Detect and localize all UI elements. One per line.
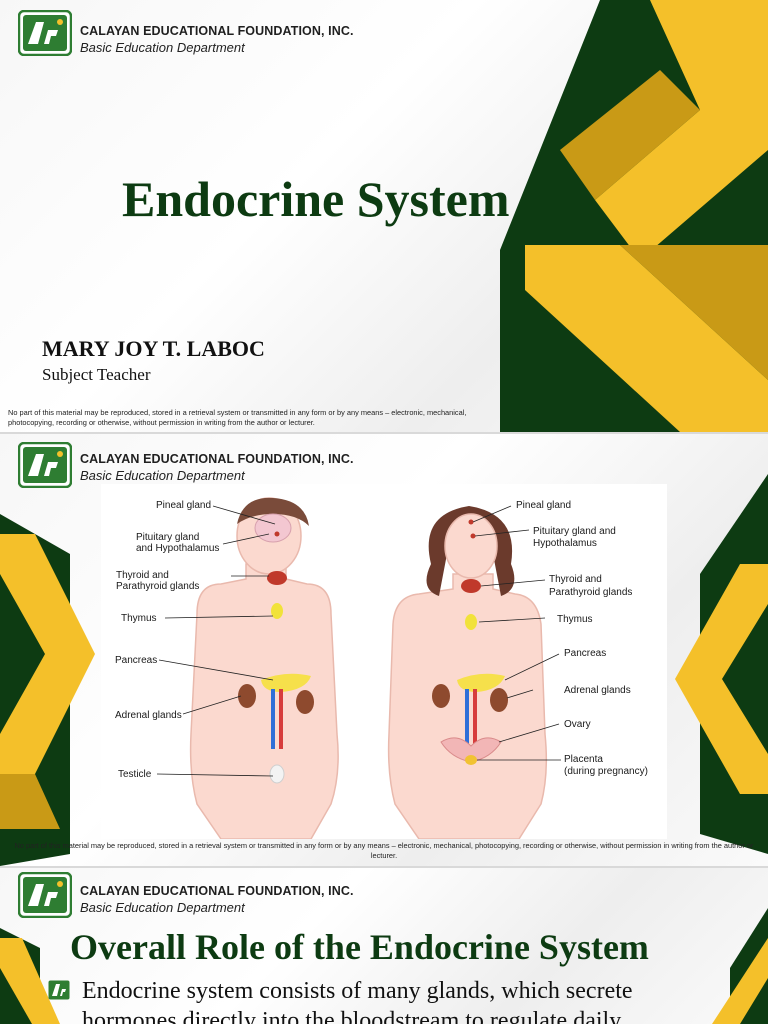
male-label-testicle: Testicle (118, 769, 152, 780)
female-leader-lines (472, 505, 561, 761)
teacher-name: MARY JOY T. LABOC (42, 336, 265, 361)
gold-band-bottom (525, 245, 768, 432)
copyright-notice: No part of this material may be reproduc… (8, 408, 467, 427)
left-gold-band (0, 938, 60, 1024)
slide2-decoration (0, 474, 768, 866)
slide-title: CALAYAN EDUCATIONAL FOUNDATION, INC. Bas… (0, 0, 768, 432)
org-department: Basic Education Department (80, 468, 245, 483)
org-name: CALAYAN EDUCATIONAL FOUNDATION, INC. (80, 24, 354, 38)
female-label-thymus: Thymus (557, 614, 593, 625)
logo-icon (18, 442, 72, 488)
bullet-logo-icon (48, 980, 70, 1000)
slide-divider (0, 432, 768, 434)
org-name: CALAYAN EDUCATIONAL FOUNDATION, INC. (80, 452, 354, 466)
male-leader-lines (156, 505, 276, 777)
slide-overall-role: CALAYAN EDUCATIONAL FOUNDATION, INC. Bas… (0, 868, 768, 1024)
org-header: CALAYAN EDUCATIONAL FOUNDATION, INC. Bas… (80, 452, 354, 483)
male-label-thyroid-2: Parathyroid glands (116, 581, 199, 592)
org-department: Basic Education Department (80, 900, 245, 915)
male-label-thyroid-1: Thyroid and (116, 570, 169, 581)
female-label-thyroid-1: Thyroid and (549, 574, 602, 585)
org-header: CALAYAN EDUCATIONAL FOUNDATION, INC. Bas… (80, 884, 354, 915)
endocrine-diagram: Pineal gland Pituitary gland and Hypotha… (101, 484, 667, 839)
female-label-pituitary-1: Pituitary gland and (533, 526, 616, 537)
slide3-decoration (0, 908, 768, 1024)
female-label-pineal: Pineal gland (516, 500, 571, 511)
gold-band-top (595, 0, 768, 260)
male-label-pancreas: Pancreas (115, 655, 157, 666)
right-gold-chevron (675, 564, 768, 794)
slide1-decoration (500, 0, 768, 432)
org-header: CALAYAN EDUCATIONAL FOUNDATION, INC. Bas… (80, 24, 354, 55)
logo-icon (18, 872, 72, 918)
female-label-placenta-1: Placenta (564, 754, 603, 765)
female-label-thyroid-2: Parathyroid glands (549, 587, 632, 598)
female-label-placenta-2: (during pregnancy) (564, 766, 648, 777)
gold-band-shadow (560, 70, 700, 200)
left-gold-chevron (0, 534, 95, 774)
left-gold-shadow (0, 774, 60, 829)
female-label-ovary: Ovary (564, 719, 591, 730)
bullet-text: Endocrine system consists of many glands… (82, 978, 633, 1024)
gold-band-bottom-shadow (620, 245, 768, 380)
male-label-thymus: Thymus (121, 613, 157, 624)
male-label-pituitary-2: and Hypothalamus (136, 543, 219, 554)
slide-divider (0, 866, 768, 868)
male-label-pineal: Pineal gland (156, 500, 211, 511)
slide-diagram: CALAYAN EDUCATIONAL FOUNDATION, INC. Bas… (0, 434, 768, 866)
female-figure (387, 506, 548, 839)
logo-icon (18, 10, 72, 56)
female-label-pancreas: Pancreas (564, 648, 606, 659)
female-label-pituitary-2: Hypothalamus (533, 538, 597, 549)
male-label-pituitary-1: Pituitary gland (136, 532, 199, 543)
right-gold-band (712, 938, 768, 1024)
male-figure (189, 497, 339, 839)
slide-title: Overall Role of the Endocrine System (70, 927, 649, 967)
teacher-role: Subject Teacher (42, 365, 151, 384)
female-label-adrenal: Adrenal glands (564, 685, 631, 696)
org-department: Basic Education Department (80, 40, 245, 55)
org-name: CALAYAN EDUCATIONAL FOUNDATION, INC. (80, 884, 354, 898)
copyright-notice: No part of this material may be reproduc… (14, 841, 754, 860)
slide-title: Endocrine System (122, 171, 510, 227)
male-label-adrenal: Adrenal glands (115, 710, 182, 721)
